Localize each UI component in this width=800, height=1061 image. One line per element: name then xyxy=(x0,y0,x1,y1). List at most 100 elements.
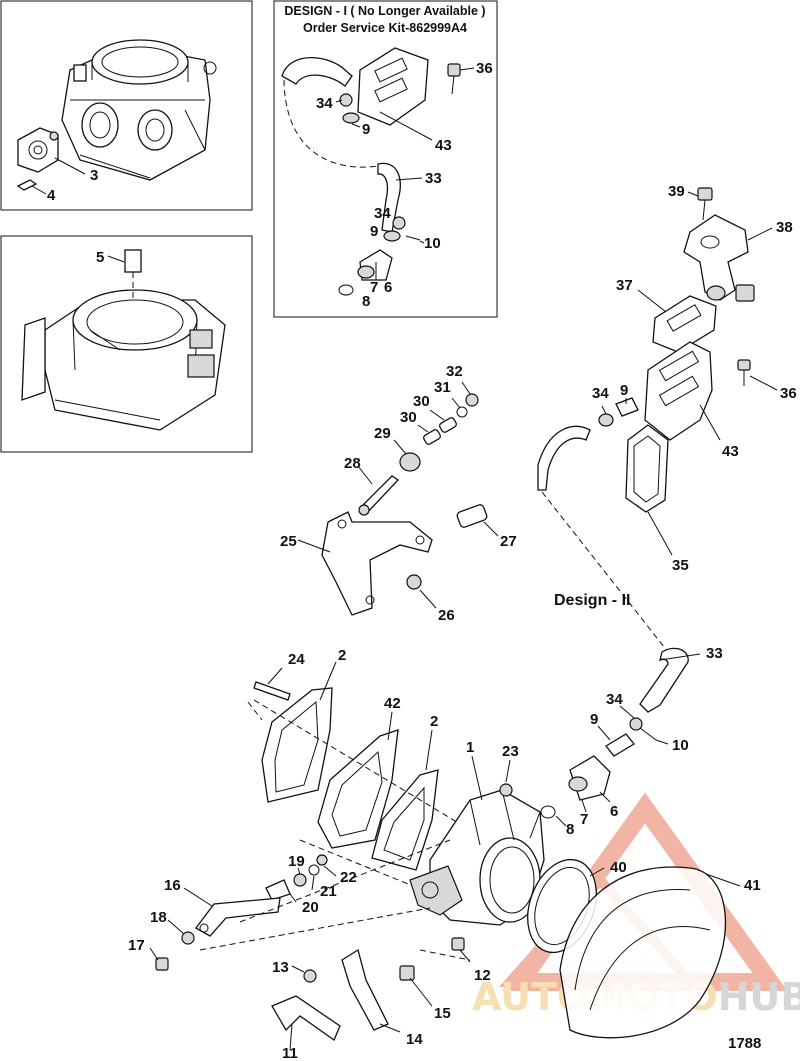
callout-9-design1: 9 xyxy=(362,121,370,138)
callout-8-design1: 8 xyxy=(362,293,370,310)
callout-36-design1: 36 xyxy=(476,60,493,77)
gasket-37 xyxy=(652,295,717,353)
callout-34-design1-lower: 34 xyxy=(374,205,391,222)
callout-5: 5 xyxy=(96,249,104,266)
connector-19 xyxy=(293,873,307,887)
hose-33 xyxy=(639,647,689,713)
callout-35: 35 xyxy=(672,557,689,574)
link-16 xyxy=(195,897,281,937)
callout-18: 18 xyxy=(150,909,167,926)
callout-2-left: 2 xyxy=(338,647,346,664)
stud-24 xyxy=(253,681,291,701)
screw-10-lower xyxy=(639,727,657,741)
callout-40: 40 xyxy=(610,859,627,876)
callout-21: 21 xyxy=(320,883,337,900)
callout-7-design2: 7 xyxy=(580,811,588,828)
spacer-30b xyxy=(423,429,441,445)
callout-43-design1: 43 xyxy=(435,137,452,154)
callout-30a: 30 xyxy=(413,393,430,410)
callout-25: 25 xyxy=(280,533,297,550)
callout-numbers: 3 4 5 36 34 9 43 33 34 9 10 7 6 8 39 38 … xyxy=(47,60,797,1061)
valve-6-lower xyxy=(568,755,611,801)
callout-14: 14 xyxy=(406,1031,423,1048)
bracket-11 xyxy=(271,995,341,1041)
spacer-30a xyxy=(439,417,457,433)
leader-39 xyxy=(687,191,699,197)
design1-clamp-34b xyxy=(392,216,406,230)
inset-box-top-left xyxy=(0,0,253,211)
bolt-17 xyxy=(155,957,169,971)
figure-number: 1788 xyxy=(728,1035,761,1052)
leader-38 xyxy=(747,227,773,241)
bolt-12 xyxy=(451,937,465,951)
callout-7-design1: 7 xyxy=(370,279,378,296)
fitting-9 xyxy=(615,397,639,417)
callout-23: 23 xyxy=(502,743,519,760)
washer-31 xyxy=(456,406,468,418)
callout-1: 1 xyxy=(466,739,474,756)
gasket-2-left xyxy=(261,687,333,803)
leader-10a xyxy=(419,240,425,244)
nut-22 xyxy=(316,854,328,866)
screw-23 xyxy=(499,783,513,797)
clamp-34 xyxy=(598,413,614,427)
callout-13: 13 xyxy=(272,959,289,976)
callout-32: 32 xyxy=(446,363,463,380)
spacer-27 xyxy=(456,504,488,528)
bushing-29 xyxy=(399,452,421,472)
callout-27: 27 xyxy=(500,533,517,550)
tps-sensor-part-3 xyxy=(17,127,59,173)
callout-2-right: 2 xyxy=(430,713,438,730)
iac-valve-38 xyxy=(683,214,755,302)
design1-valve-6 xyxy=(357,249,393,281)
design-2-label: Design - II xyxy=(554,592,630,609)
leader-35 xyxy=(647,511,673,556)
gasket-2-right xyxy=(371,769,439,871)
callout-33-design1: 33 xyxy=(425,170,442,187)
leader-4 xyxy=(31,185,47,195)
gasket-35 xyxy=(625,424,669,513)
bolt-15 xyxy=(399,965,415,981)
callout-34-design2: 34 xyxy=(592,385,609,402)
oring-8-lower xyxy=(540,805,556,819)
callout-3: 3 xyxy=(90,167,98,184)
callout-9-design2-lower: 9 xyxy=(590,711,598,728)
callout-17: 17 xyxy=(128,937,145,954)
bolt-36 xyxy=(737,359,751,386)
callout-42: 42 xyxy=(384,695,401,712)
callout-34-design1: 34 xyxy=(316,95,333,112)
leader-36a xyxy=(459,67,475,71)
screw-part-4 xyxy=(16,179,38,191)
bolt-39 xyxy=(697,187,713,221)
callout-31: 31 xyxy=(434,379,451,396)
hose-upper-design2 xyxy=(537,425,591,491)
callout-10-design2: 10 xyxy=(672,737,689,754)
callout-36-design2: 36 xyxy=(780,385,797,402)
design-1-subtitle: Order Service Kit-862999A4 xyxy=(303,21,467,35)
callout-8-design2: 8 xyxy=(566,821,574,838)
lever-14 xyxy=(341,948,389,1031)
design1-hose-top xyxy=(281,56,353,87)
inset-box-middle-left xyxy=(0,235,253,453)
clamp-34-lower xyxy=(629,717,643,731)
callout-20: 20 xyxy=(302,899,319,916)
callout-33-design2: 33 xyxy=(706,645,723,662)
nut-18 xyxy=(181,931,195,945)
callout-43-design2: 43 xyxy=(722,443,739,460)
callout-6-design2: 6 xyxy=(610,803,618,820)
design-1-title: DESIGN - I ( No Longer Available ) xyxy=(284,4,485,18)
design1-clamp-34 xyxy=(339,93,353,107)
design1-fitting-9 xyxy=(342,112,360,124)
design1-bolt-36 xyxy=(447,63,461,95)
leader-43a xyxy=(379,111,433,141)
callout-16: 16 xyxy=(164,877,181,894)
leader-3 xyxy=(54,157,86,175)
callout-26: 26 xyxy=(438,607,455,624)
washer-21 xyxy=(308,864,320,876)
callout-37: 37 xyxy=(616,277,633,294)
callout-11: 11 xyxy=(282,1045,298,1061)
callout-24: 24 xyxy=(288,651,305,668)
flame-arrestor-41 xyxy=(559,866,727,1039)
leader-33a xyxy=(395,177,423,181)
